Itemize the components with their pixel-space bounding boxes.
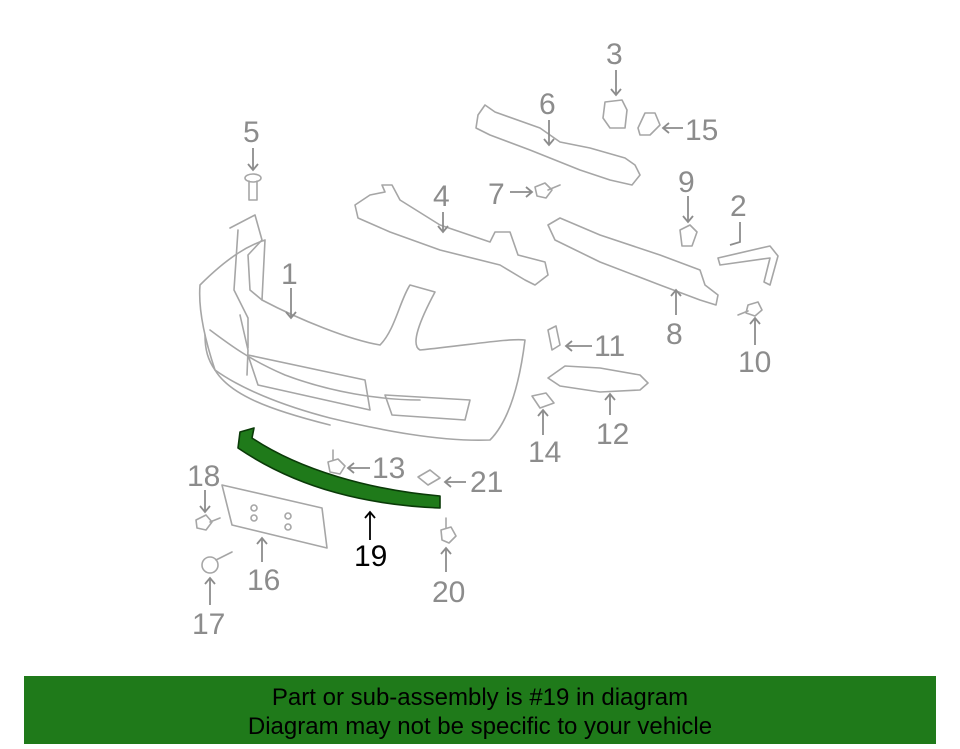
callout-16: 16: [247, 564, 280, 597]
callout-14: 14: [528, 436, 561, 469]
part-6-upper-beam[interactable]: [475, 104, 641, 186]
callout-20: 20: [432, 576, 465, 609]
part-20-bolt[interactable]: [440, 517, 457, 544]
callout-12: 12: [596, 418, 629, 451]
part-13-bolt[interactable]: [327, 449, 346, 475]
part-11-clip[interactable]: [547, 325, 561, 351]
callout-9: 9: [678, 166, 695, 199]
part-3-clip[interactable]: [602, 99, 628, 129]
part-17-screw[interactable]: [201, 551, 233, 574]
callout-17: 17: [192, 608, 225, 641]
callout-19: 19: [354, 540, 387, 573]
callout-3: 3: [606, 38, 623, 71]
callout-21: 21: [470, 466, 503, 499]
part-4-upper-bracket[interactable]: [354, 184, 549, 286]
callout-labels: 1 2 3 4 5 6 7 8 9 10 11 12 13 14 15 16 1…: [187, 38, 771, 641]
banner-line-disclaimer: Diagram may not be specific to your vehi…: [247, 713, 713, 740]
part-18-clip-fastener[interactable]: [195, 514, 221, 531]
part-1-bumper-cover[interactable]: [198, 214, 526, 442]
callout-4: 4: [433, 180, 450, 213]
part-10-bolt[interactable]: [737, 301, 763, 317]
part-5-fastener[interactable]: [244, 173, 262, 201]
callout-10: 10: [738, 346, 771, 379]
part-2-bracket[interactable]: [717, 245, 779, 286]
callout-6: 6: [539, 88, 556, 121]
part-21-nut[interactable]: [417, 469, 441, 486]
part-12-side-bracket[interactable]: [547, 365, 649, 393]
callout-2: 2: [730, 190, 747, 223]
parts-diagram: 1 2 3 4 5 6 7 8 9 10 11 12 13 14 15 16 1…: [187, 38, 779, 641]
callout-11: 11: [594, 330, 625, 363]
callout-arrows: [199, 70, 761, 605]
callout-15: 15: [685, 114, 718, 147]
part-15-clip[interactable]: [637, 112, 661, 136]
part-7-bolt[interactable]: [534, 182, 561, 199]
callout-13: 13: [372, 452, 405, 485]
part-19-lower-molding[interactable]: [237, 427, 441, 509]
callout-1: 1: [281, 258, 298, 291]
banner-line-part: Part or sub-assembly is #19 in diagram: [271, 684, 689, 711]
callout-5: 5: [243, 116, 260, 149]
part-16-license-bracket[interactable]: [221, 484, 328, 549]
callout-18: 18: [187, 460, 220, 493]
callout-7: 7: [488, 178, 505, 211]
part-14-nut[interactable]: [531, 392, 555, 409]
part-8-absorber[interactable]: [547, 217, 719, 306]
callout-8: 8: [666, 318, 683, 351]
info-banner: Part or sub-assembly is #19 in diagram D…: [24, 676, 936, 744]
part-9-bolt[interactable]: [679, 224, 698, 247]
